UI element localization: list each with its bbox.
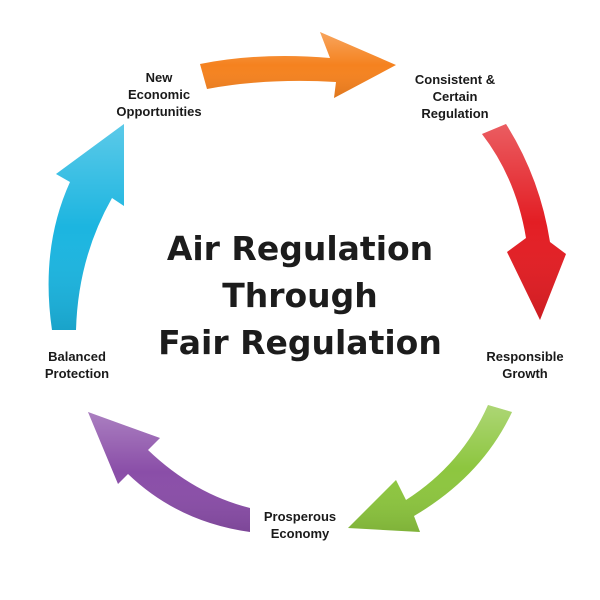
node-label-line: Growth bbox=[502, 366, 548, 381]
diagram-title: Air Regulation Through Fair Regulation bbox=[130, 225, 470, 366]
title-line: Through bbox=[222, 276, 378, 315]
node-label-line: Certain bbox=[432, 89, 478, 104]
node-new-economic-opportunities: New Economic Opportunities bbox=[104, 69, 214, 120]
title-line: Fair Regulation bbox=[158, 323, 442, 362]
arrow-red bbox=[482, 124, 566, 320]
arrow-blue bbox=[48, 124, 125, 330]
node-label-line: Consistent & bbox=[414, 72, 496, 87]
arrow-orange bbox=[200, 32, 396, 98]
node-label-line: Economic bbox=[127, 87, 191, 102]
node-consistent-certain-regulation: Consistent & Certain Regulation bbox=[400, 71, 510, 122]
node-label-line: Responsible bbox=[486, 349, 564, 364]
node-label-line: Protection bbox=[44, 366, 110, 381]
node-label-line: Balanced bbox=[48, 349, 106, 364]
node-balanced-protection: Balanced Protection bbox=[22, 348, 132, 382]
node-responsible-growth: Responsible Growth bbox=[470, 348, 580, 382]
title-line: Air Regulation bbox=[166, 229, 434, 268]
node-label-line: Prosperous bbox=[263, 509, 337, 524]
arrow-purple bbox=[88, 412, 250, 532]
node-label-line: Opportunities bbox=[116, 104, 202, 119]
node-label-line: Economy bbox=[270, 526, 330, 541]
node-label-line: Regulation bbox=[421, 106, 489, 121]
node-label-line: New bbox=[145, 70, 173, 85]
node-prosperous-economy: Prosperous Economy bbox=[245, 508, 355, 542]
arrow-green bbox=[348, 405, 512, 532]
